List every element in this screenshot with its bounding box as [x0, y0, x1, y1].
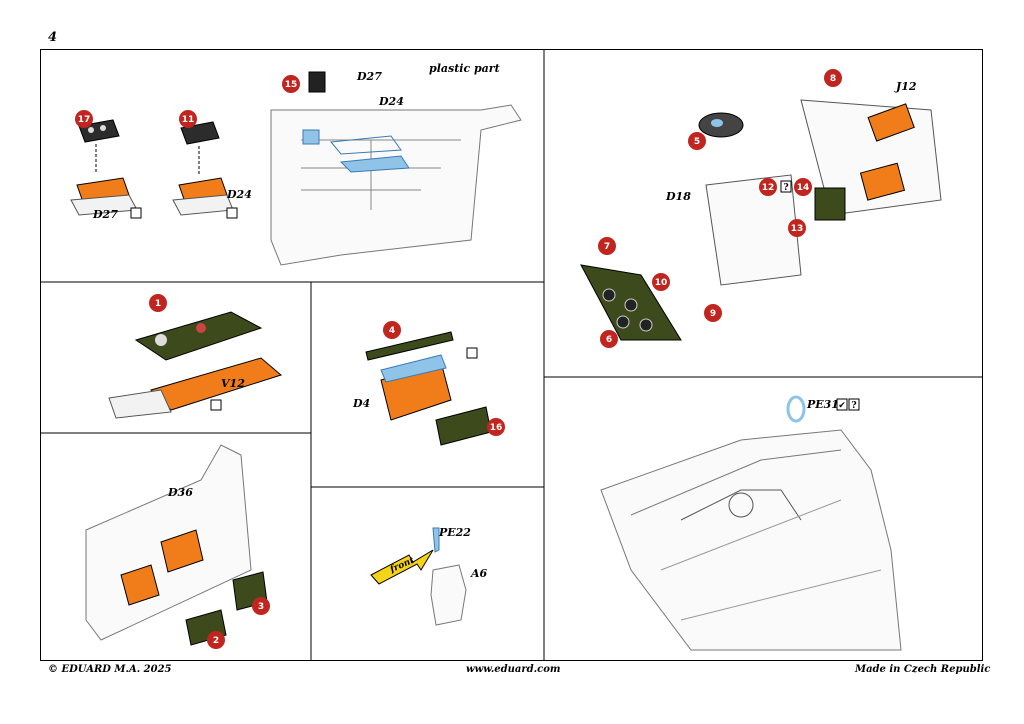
callout-2: [207, 631, 225, 649]
svg-text:2: 2: [213, 636, 219, 646]
svg-text:3: 3: [258, 602, 264, 612]
svg-text:6: 6: [606, 335, 612, 345]
footer-website: www.eduard.com: [466, 664, 561, 675]
label-d27-left: D27: [92, 208, 118, 221]
footer-copyright: © EDUARD M.A. 2025: [48, 664, 172, 675]
svg-text:?: ?: [783, 183, 788, 193]
panel-bottom-left: D36 2 3: [85, 444, 270, 649]
callout-13: [788, 219, 806, 237]
panel-middle-left: 1 V12: [108, 294, 283, 419]
pe-part-14: [814, 187, 846, 221]
panel-bottom-right: PE31 ✔ ?: [600, 395, 902, 651]
label-j12: J12: [894, 80, 917, 93]
callout-14: [794, 178, 812, 196]
svg-text:15: 15: [285, 80, 298, 90]
svg-text:10: 10: [655, 278, 668, 288]
seat-a6: [430, 564, 467, 626]
d27-plastic-outline: [330, 135, 402, 155]
callout-11: [179, 110, 197, 128]
label-d24-right: D24: [378, 95, 404, 108]
svg-text:13: 13: [791, 224, 804, 234]
svg-text:1: 1: [155, 299, 161, 309]
panel-top-left: 17 D27 11 D24 15 D27 D24 plastic part: [70, 62, 522, 266]
svg-text:11: 11: [182, 115, 195, 125]
label-d24-left: D24: [226, 188, 252, 201]
svg-text:5: 5: [694, 137, 700, 147]
callout-17: [75, 110, 93, 128]
label-pe31: PE31: [806, 398, 839, 411]
svg-text:✔: ✔: [838, 401, 846, 411]
instruction-frame: 17 D27 11 D24 15 D27 D24 plastic part J1…: [40, 49, 983, 661]
pe-part-pe31: [786, 395, 806, 423]
callout-12: [759, 178, 777, 196]
fuselage-side-view: [270, 104, 522, 266]
svg-text:17: 17: [78, 115, 91, 125]
callout-5: [688, 132, 706, 150]
panel-bulkhead-d18: [705, 174, 802, 286]
svg-text:4: 4: [389, 326, 395, 336]
callout-15: [282, 75, 300, 93]
label-d18: D18: [665, 190, 691, 203]
panel-top-right: J12 8 5 D18 12 ? 14 13 7 10 9 6: [580, 69, 942, 348]
footer-origin: Made in Czech Republic: [855, 664, 991, 675]
label-d27-right: D27: [356, 70, 382, 83]
panel-middle-center: 4 D4 16: [352, 321, 505, 446]
callout-4: [383, 321, 401, 339]
svg-text:12: 12: [762, 183, 775, 193]
callout-1: [149, 294, 167, 312]
panel-dividers: [41, 50, 982, 660]
svg-text:16: 16: [490, 423, 503, 433]
instruction-drawing: 17 D27 11 D24 15 D27 D24 plastic part J1…: [41, 50, 982, 660]
callout-6: [600, 330, 618, 348]
pe-part-1: [134, 311, 263, 361]
d24-plastic-outline: [339, 155, 410, 173]
label-d36: D36: [167, 486, 193, 499]
callout-7: [598, 237, 616, 255]
label-v12: V12: [221, 377, 245, 390]
label-pe22: PE22: [438, 526, 471, 539]
svg-text:9: 9: [710, 309, 716, 319]
svg-text:8: 8: [830, 74, 836, 84]
callout-8: [824, 69, 842, 87]
label-plastic-part: plastic part: [429, 62, 500, 75]
pe-part-16: [435, 406, 492, 446]
pe-part-15: [308, 71, 326, 93]
pe-part-4: [365, 331, 454, 361]
page-number: 4: [48, 30, 58, 45]
pe-part-pe22: [432, 527, 440, 553]
callout-10: [652, 273, 670, 291]
label-a6: A6: [470, 567, 488, 580]
callout-3: [252, 597, 270, 615]
panel-bottom-center: front PE22 A6: [370, 526, 488, 626]
fuselage-cockpit-view: [600, 429, 902, 651]
front-arrow: [370, 549, 434, 585]
svg-text:?: ?: [851, 401, 856, 411]
label-d4: D4: [352, 397, 370, 410]
callout-9: [704, 304, 722, 322]
svg-text:14: 14: [797, 183, 810, 193]
callout-16: [487, 418, 505, 436]
svg-text:7: 7: [604, 242, 610, 252]
